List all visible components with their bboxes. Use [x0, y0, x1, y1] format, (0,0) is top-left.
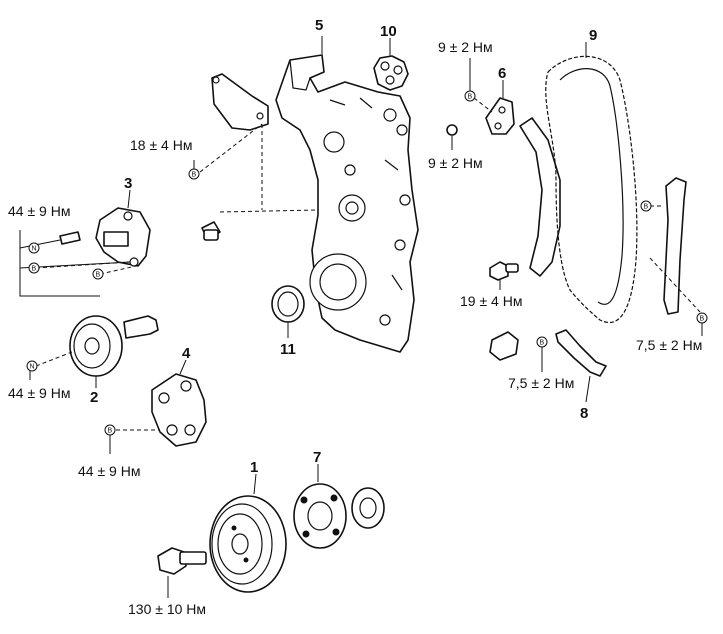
callout-8: 8 [580, 405, 588, 422]
bolt-marker-9-top: B [464, 90, 476, 102]
oil-seal-part-11 [271, 285, 305, 323]
callout-6: 6 [498, 65, 506, 82]
gasket-part-10 [373, 55, 409, 91]
torque-label-130: 130 ± 10 Нм [128, 601, 206, 617]
torque-label-44-pulley: 44 ± 9 Нм [8, 385, 70, 401]
bolt-marker-bracket: B [104, 424, 116, 436]
guide-bolt [489, 261, 519, 281]
chain-tensioner-part-3 [59, 207, 151, 267]
cover-bracket-upper-left [211, 73, 269, 131]
crankshaft-pulley-part-1 [209, 495, 287, 593]
callout-9: 9 [589, 27, 597, 44]
nut-marker-tensioner: N [28, 242, 40, 254]
svg-text:B: B [192, 172, 197, 179]
torque-label-9-top: 9 ± 2 Нм [438, 39, 493, 55]
torque-label-44-bracket: 44 ± 9 Нм [78, 463, 140, 479]
crankshaft-gear [351, 487, 385, 529]
callout-5: 5 [315, 17, 323, 34]
torque-label-44-tensioner: 44 ± 9 Нм [8, 203, 70, 219]
bolt-marker-18: B [188, 168, 200, 180]
callout-7: 7 [313, 449, 321, 466]
torque-label-9-mid: 9 ± 2 Нм [428, 155, 483, 171]
svg-text:B: B [644, 204, 649, 211]
guide-bracket-part-6 [485, 97, 515, 135]
timing-cover-part-5 [275, 54, 419, 353]
callout-11: 11 [280, 341, 296, 358]
timing-chain-part-9 [545, 55, 638, 323]
bolt-marker-fixed-guide: B [640, 200, 652, 212]
guide-part-8 [555, 329, 607, 377]
small-fitting [489, 331, 519, 361]
leader-lines [19, 36, 703, 598]
torque-label-19: 19 ± 4 Нм [460, 293, 522, 309]
chain-guide-fixed [663, 177, 687, 315]
nut-marker-pulley: N [26, 360, 38, 372]
callout-3: 3 [124, 175, 132, 192]
chain-guide-tensioner-side [519, 117, 561, 277]
crankshaft-sprocket-part-7 [293, 483, 347, 549]
torque-label-7-5-guide: 7,5 ± 2 Нм [508, 375, 574, 391]
svg-text:B: B [700, 316, 705, 323]
svg-text:B: B [468, 94, 473, 101]
torque-label-7-5-right: 7,5 ± 2 Нм [636, 337, 702, 353]
callout-1: 1 [250, 459, 258, 476]
small-nut [446, 124, 458, 136]
crankshaft-bolt [157, 547, 207, 575]
svg-text:B: B [32, 266, 37, 273]
svg-text:N: N [32, 246, 37, 253]
bolt-marker-7-5-guide: B [536, 336, 548, 348]
bolt-marker-7-5-right: B [696, 312, 708, 324]
svg-text:B: B [108, 428, 113, 435]
plug-bolt [201, 221, 221, 241]
bracket-part-4 [151, 373, 207, 447]
svg-text:N: N [30, 364, 35, 371]
torque-label-18: 18 ± 4 Нм [130, 137, 192, 153]
callout-4: 4 [182, 345, 191, 362]
bolt-marker-tensioner-b: B [92, 268, 104, 280]
bolt-marker-tensioner-a: B [28, 262, 40, 274]
svg-text:B: B [96, 272, 101, 279]
callout-2: 2 [90, 389, 98, 406]
callout-10: 10 [380, 23, 397, 40]
svg-text:B: B [540, 340, 545, 347]
idler-pulley-part-2 [69, 315, 159, 377]
